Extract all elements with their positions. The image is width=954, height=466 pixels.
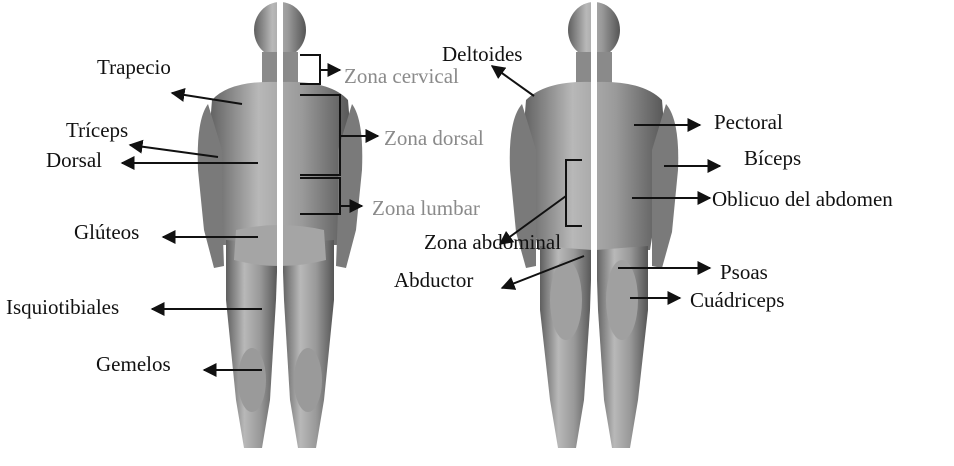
label-gluteos: Glúteos: [74, 222, 139, 243]
label-trapecio: Trapecio: [97, 57, 171, 78]
label-psoas: Psoas: [720, 262, 768, 283]
label-biceps: Bíceps: [744, 148, 801, 169]
arrow-deltoides: [492, 66, 534, 96]
label-zona-abdominal: Zona abdominal: [424, 232, 561, 253]
label-oblicuo: Oblicuo del abdomen: [712, 189, 893, 210]
label-deltoides: Deltoides: [442, 44, 522, 65]
label-gemelos: Gemelos: [96, 354, 171, 375]
label-isquiotibiales: Isquiotibiales: [6, 297, 119, 318]
label-zona-dorsal: Zona dorsal: [384, 128, 484, 149]
label-cuadriceps: Cuádriceps: [690, 290, 784, 311]
label-pectoral: Pectoral: [714, 112, 783, 133]
label-triceps: Tríceps: [66, 120, 128, 141]
label-abductor: Abductor: [394, 270, 473, 291]
label-zona-cervical: Zona cervical: [344, 66, 459, 87]
bracket-cervical: [300, 55, 320, 84]
label-zona-lumbar: Zona lumbar: [372, 198, 480, 219]
label-dorsal: Dorsal: [46, 150, 102, 171]
